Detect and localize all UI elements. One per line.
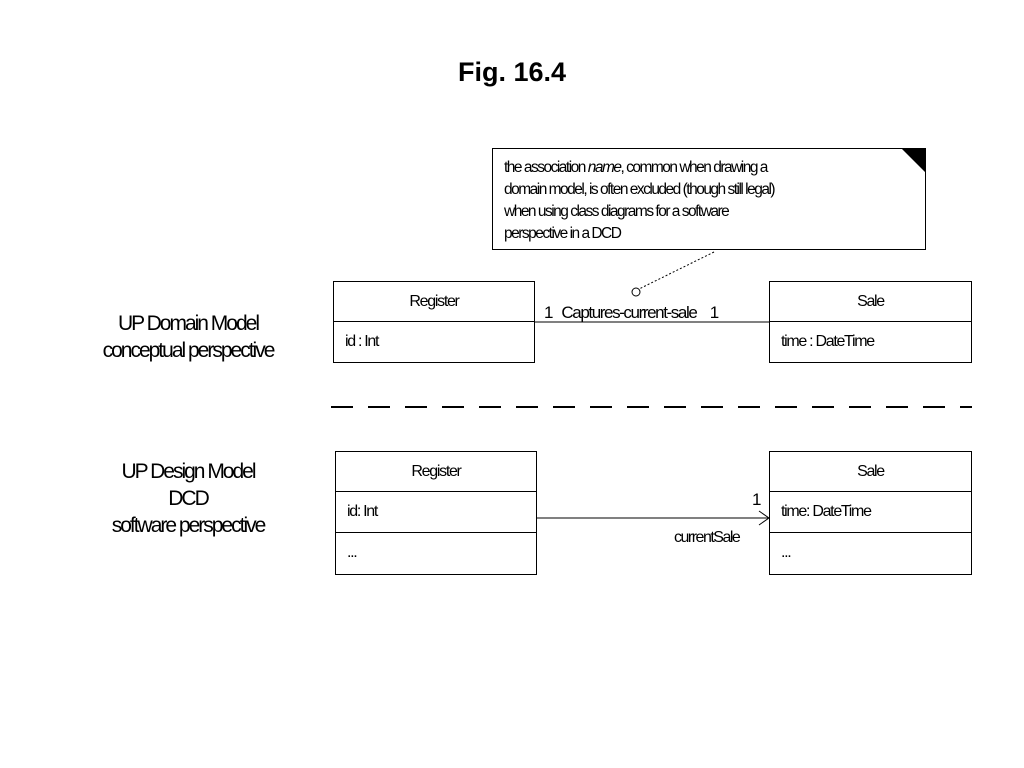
domain-left-multiplicity: 1 — [544, 303, 553, 322]
design-register-operations: ... — [336, 532, 536, 572]
domain-register-class: Register id : Int — [333, 281, 535, 363]
design-sale-operations: ... — [770, 532, 971, 572]
domain-association-label: 1 Captures-current-sale 1 — [544, 303, 719, 323]
uml-note: the association name, common when drawin… — [492, 148, 926, 250]
note-line-2: domain model, is often excluded (though … — [504, 181, 776, 198]
domain-sale-attribute: time : DateTime — [781, 333, 875, 350]
domain-model-label: UP Domain Model conceptual perspective — [60, 310, 316, 364]
design-sale-attribute: time: DateTime — [781, 503, 872, 520]
domain-sale-name: Sale — [770, 282, 971, 322]
design-sale-name: Sale — [770, 452, 971, 492]
design-model-label-line-2: DCD — [168, 487, 210, 510]
design-sale-class: Sale time: DateTime ... — [769, 451, 972, 575]
design-model-label-line-3: software perspective — [111, 514, 267, 537]
figure-title: Fig. 16.4 — [457, 57, 567, 87]
domain-association-name: Captures-current-sale — [561, 303, 697, 322]
note-anchor-line — [638, 251, 715, 290]
note-line-4: perspective in a DCD — [504, 225, 622, 242]
design-register-attribute: id: Int — [347, 503, 378, 520]
design-model-label-line-1: UP Design Model — [121, 460, 256, 483]
note-text: the association name, common when drawin… — [504, 157, 924, 245]
domain-register-attribute: id : Int — [345, 333, 379, 350]
note-emphasis: name — [587, 159, 622, 176]
design-register-name: Register — [336, 452, 536, 492]
note-fold-icon — [901, 148, 926, 173]
domain-model-label-line-2: conceptual perspective — [102, 339, 276, 362]
domain-model-label-line-1: UP Domain Model — [117, 312, 260, 335]
design-register-class: Register id: Int ... — [335, 451, 537, 575]
note-line-3: when using class diagrams for a software — [504, 203, 730, 220]
domain-sale-class: Sale time : DateTime — [769, 281, 972, 363]
domain-right-multiplicity: 1 — [709, 303, 719, 322]
domain-register-name: Register — [334, 282, 534, 322]
note-anchor-circle — [631, 287, 641, 297]
design-model-label: UP Design Model DCD software perspective — [66, 458, 310, 539]
note-line-1: the association name, common when drawin… — [504, 159, 768, 176]
navigability-arrow-icon — [758, 510, 770, 526]
design-multiplicity: 1 — [752, 490, 761, 509]
design-role-name: currentSale — [674, 529, 741, 546]
